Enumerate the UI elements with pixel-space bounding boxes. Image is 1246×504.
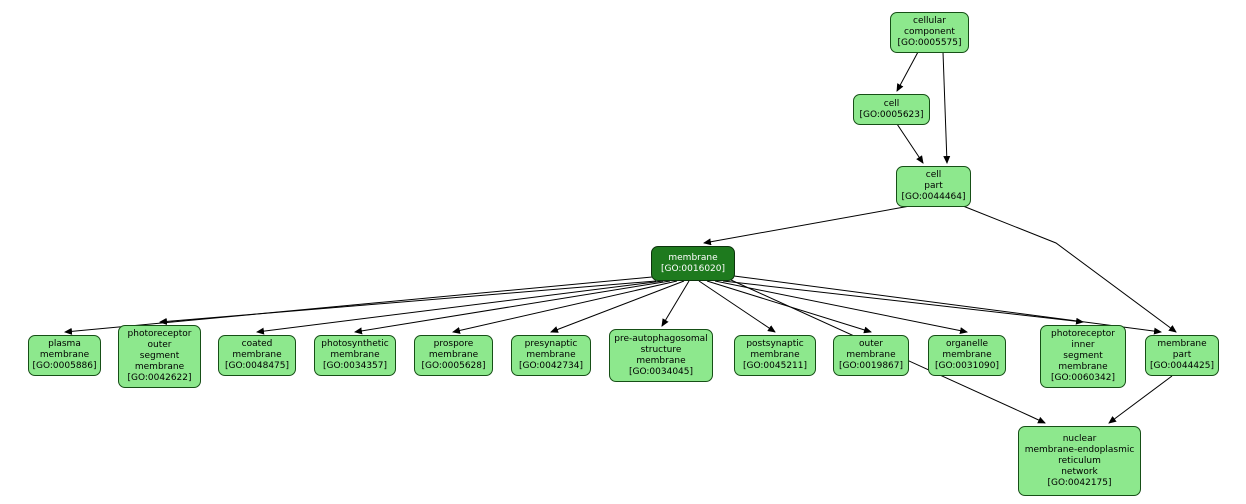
node-plasma-membrane[interactable]: plasma membrane [GO:0005886] bbox=[28, 335, 101, 376]
edge-cell-part-membrane-part bbox=[962, 205, 1177, 333]
node-photoreceptor-inner-segment-membrane[interactable]: photoreceptor inner segment membrane [GO… bbox=[1040, 325, 1126, 388]
node-membrane-part[interactable]: membrane part [GO:0044425] bbox=[1145, 335, 1219, 376]
edge-membrane-postsynaptic-membrane bbox=[698, 280, 776, 333]
node-cell-go-id: [GO:0005623] bbox=[859, 109, 924, 120]
node-postsynaptic-membrane[interactable]: postsynaptic membrane [GO:0045211] bbox=[734, 335, 816, 376]
edge-membrane-photoreceptor-inner bbox=[722, 280, 1084, 325]
node-membrane-go-id: [GO:0016020] bbox=[660, 263, 726, 274]
node-organelle-membrane-go-id: [GO:0031090] bbox=[934, 361, 1000, 371]
edge-membrane-nuclear-network bbox=[730, 279, 1046, 424]
edge-cellular-component-cell bbox=[896, 51, 919, 92]
node-photoreceptor-outer-label: photoreceptor outer segment membrane bbox=[127, 329, 192, 372]
edge-membrane-photoreceptor-outer bbox=[159, 280, 657, 325]
edge-cell-part-membrane bbox=[703, 205, 911, 246]
node-cell-part[interactable]: cell part [GO:0044464] bbox=[896, 166, 971, 207]
edge-membrane-photosynthetic-membrane bbox=[354, 280, 671, 335]
node-cell[interactable]: cell [GO:0005623] bbox=[853, 94, 930, 125]
node-plasma-membrane-label: plasma membrane bbox=[39, 339, 90, 360]
node-prospore-membrane-go-id: [GO:0005628] bbox=[421, 361, 486, 371]
edge-cell-cell-part bbox=[896, 123, 924, 164]
node-plasma-membrane-go-id: [GO:0005886] bbox=[32, 361, 97, 371]
node-pre-autophagosomal-go-id: [GO:0034045] bbox=[628, 366, 694, 377]
node-photosynthetic-membrane[interactable]: photosynthetic membrane [GO:0034357] bbox=[314, 335, 396, 376]
node-prospore-membrane[interactable]: prospore membrane [GO:0005628] bbox=[414, 335, 493, 376]
node-presynaptic-membrane-label: presynaptic membrane bbox=[524, 339, 578, 360]
node-photosynthetic-membrane-label: photosynthetic membrane bbox=[321, 339, 389, 360]
node-membrane-part-go-id: [GO:0044425] bbox=[1149, 361, 1215, 371]
node-prospore-membrane-label: prospore membrane bbox=[428, 339, 479, 360]
node-cell-part-label: cell part bbox=[924, 170, 943, 191]
node-cellular-component-go-id: [GO:0005575] bbox=[897, 38, 962, 48]
node-postsynaptic-membrane-label: postsynaptic membrane bbox=[746, 339, 804, 360]
edge-membrane-membrane-part bbox=[733, 275, 1162, 335]
node-cellular-component-label: cellular component bbox=[904, 16, 955, 37]
node-pre-autophagosomal-structure-membrane[interactable]: pre-autophagosomal structure membrane [G… bbox=[609, 329, 713, 382]
node-nuclear-network-label: nuclear membrane-endoplasmic reticulum n… bbox=[1024, 433, 1135, 477]
node-cell-part-go-id: [GO:0044464] bbox=[901, 192, 966, 202]
node-presynaptic-membrane-go-id: [GO:0042734] bbox=[518, 361, 584, 371]
node-nuclear-network-go-id: [GO:0042175] bbox=[1047, 477, 1112, 488]
edge-cellular-component-cell-part bbox=[942, 51, 951, 164]
node-cellular-component[interactable]: cellular component [GO:0005575] bbox=[890, 12, 969, 53]
edge-membrane-presynaptic-membrane bbox=[550, 280, 685, 333]
node-photoreceptor-outer-go-id: [GO:0042622] bbox=[127, 373, 192, 383]
node-membrane[interactable]: membrane [GO:0016020] bbox=[651, 246, 735, 281]
node-outer-membrane[interactable]: outer membrane [GO:0019867] bbox=[833, 335, 909, 376]
edge-membrane-plasma-membrane bbox=[64, 276, 653, 335]
node-organelle-membrane-label: organelle membrane bbox=[942, 339, 992, 360]
edge-membrane-prospore-membrane bbox=[452, 280, 678, 334]
node-coated-membrane-go-id: [GO:0048475] bbox=[224, 361, 290, 371]
node-coated-membrane[interactable]: coated membrane [GO:0048475] bbox=[218, 335, 296, 376]
node-photoreceptor-inner-go-id: [GO:0060342] bbox=[1050, 373, 1116, 383]
node-photoreceptor-outer-segment-membrane[interactable]: photoreceptor outer segment membrane [GO… bbox=[118, 325, 201, 388]
node-coated-membrane-label: coated membrane bbox=[232, 339, 282, 360]
node-membrane-part-label: membrane part bbox=[1157, 339, 1207, 360]
node-nuclear-membrane-er-network[interactable]: nuclear membrane-endoplasmic reticulum n… bbox=[1018, 426, 1141, 496]
edge-membrane-part-nuclear-network bbox=[1108, 375, 1173, 424]
node-organelle-membrane[interactable]: organelle membrane [GO:0031090] bbox=[928, 335, 1006, 376]
node-outer-membrane-label: outer membrane bbox=[846, 339, 896, 360]
node-presynaptic-membrane[interactable]: presynaptic membrane [GO:0042734] bbox=[511, 335, 591, 376]
node-cell-label: cell bbox=[883, 98, 900, 109]
node-photoreceptor-inner-label: photoreceptor inner segment membrane bbox=[1051, 329, 1115, 372]
node-photosynthetic-membrane-go-id: [GO:0034357] bbox=[322, 361, 388, 371]
node-membrane-label: membrane bbox=[668, 252, 718, 263]
edge-membrane-organelle-membrane bbox=[714, 280, 968, 335]
edge-membrane-coated-membrane bbox=[256, 280, 664, 335]
node-postsynaptic-membrane-go-id: [GO:0045211] bbox=[742, 361, 808, 371]
node-outer-membrane-go-id: [GO:0019867] bbox=[838, 361, 904, 371]
edge-membrane-pre-autophagosomal bbox=[661, 280, 690, 327]
node-pre-autophagosomal-label: pre-autophagosomal structure membrane bbox=[614, 333, 708, 366]
